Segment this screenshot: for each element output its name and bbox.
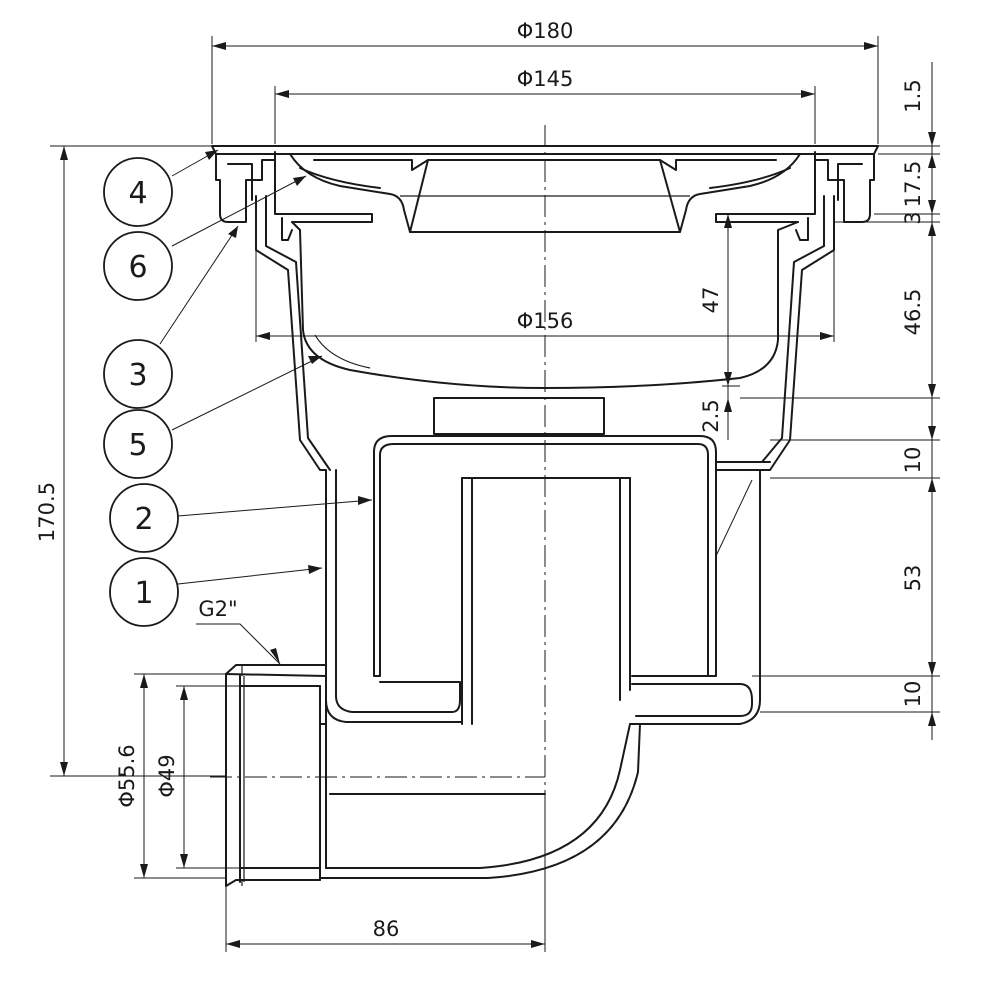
grate (274, 151, 816, 233)
dim-inner-depth: 47 (699, 287, 723, 314)
centerlines (210, 125, 546, 955)
dim-right-1: 1.5 (901, 79, 925, 112)
callout-4-label: 4 (128, 176, 147, 211)
body (255, 195, 835, 879)
dim-basket: Φ156 (517, 309, 574, 333)
dim-right-2: 17.5 (901, 161, 925, 208)
callout-3-label: 3 (128, 358, 147, 393)
callout-1-label: 1 (134, 576, 153, 611)
dim-thread: G2" (198, 597, 237, 621)
dim-outlet-inner: Φ49 (155, 754, 179, 797)
dim-right-7: 10 (901, 681, 925, 708)
callout-6-label: 6 (128, 250, 147, 285)
dim-right-3: 3 (901, 211, 925, 224)
callout-5-label: 5 (128, 428, 147, 463)
dim-inner-gap: 2.5 (699, 399, 723, 432)
dimension-lines (50, 36, 940, 952)
top-flange (211, 145, 879, 223)
callout-1: 1 (109, 557, 179, 627)
dim-right-6: 53 (901, 565, 925, 592)
callout-6: 6 (103, 231, 173, 301)
dim-top-inner: Φ145 (517, 67, 574, 91)
callout-3: 3 (103, 339, 173, 409)
dim-top-outer: Φ180 (517, 19, 574, 43)
callout-2-label: 2 (134, 502, 153, 537)
dimension-texts: Φ180 Φ145 Φ156 170.5 1.5 17.5 3 46.5 10 … (35, 19, 925, 941)
callout-5: 5 (103, 409, 173, 479)
dim-outlet-offset: 86 (373, 917, 400, 941)
dim-outlet-outer: Φ55.6 (115, 744, 139, 807)
dim-right-5: 10 (901, 447, 925, 474)
socket (225, 664, 327, 887)
callout-2: 2 (109, 483, 179, 553)
basket (281, 217, 809, 389)
callout-4: 4 (103, 157, 173, 227)
arrowheads (60, 42, 936, 948)
dim-right-4: 46.5 (901, 289, 925, 336)
callout-leaders (159, 149, 373, 585)
dim-overall-height: 170.5 (35, 482, 59, 542)
